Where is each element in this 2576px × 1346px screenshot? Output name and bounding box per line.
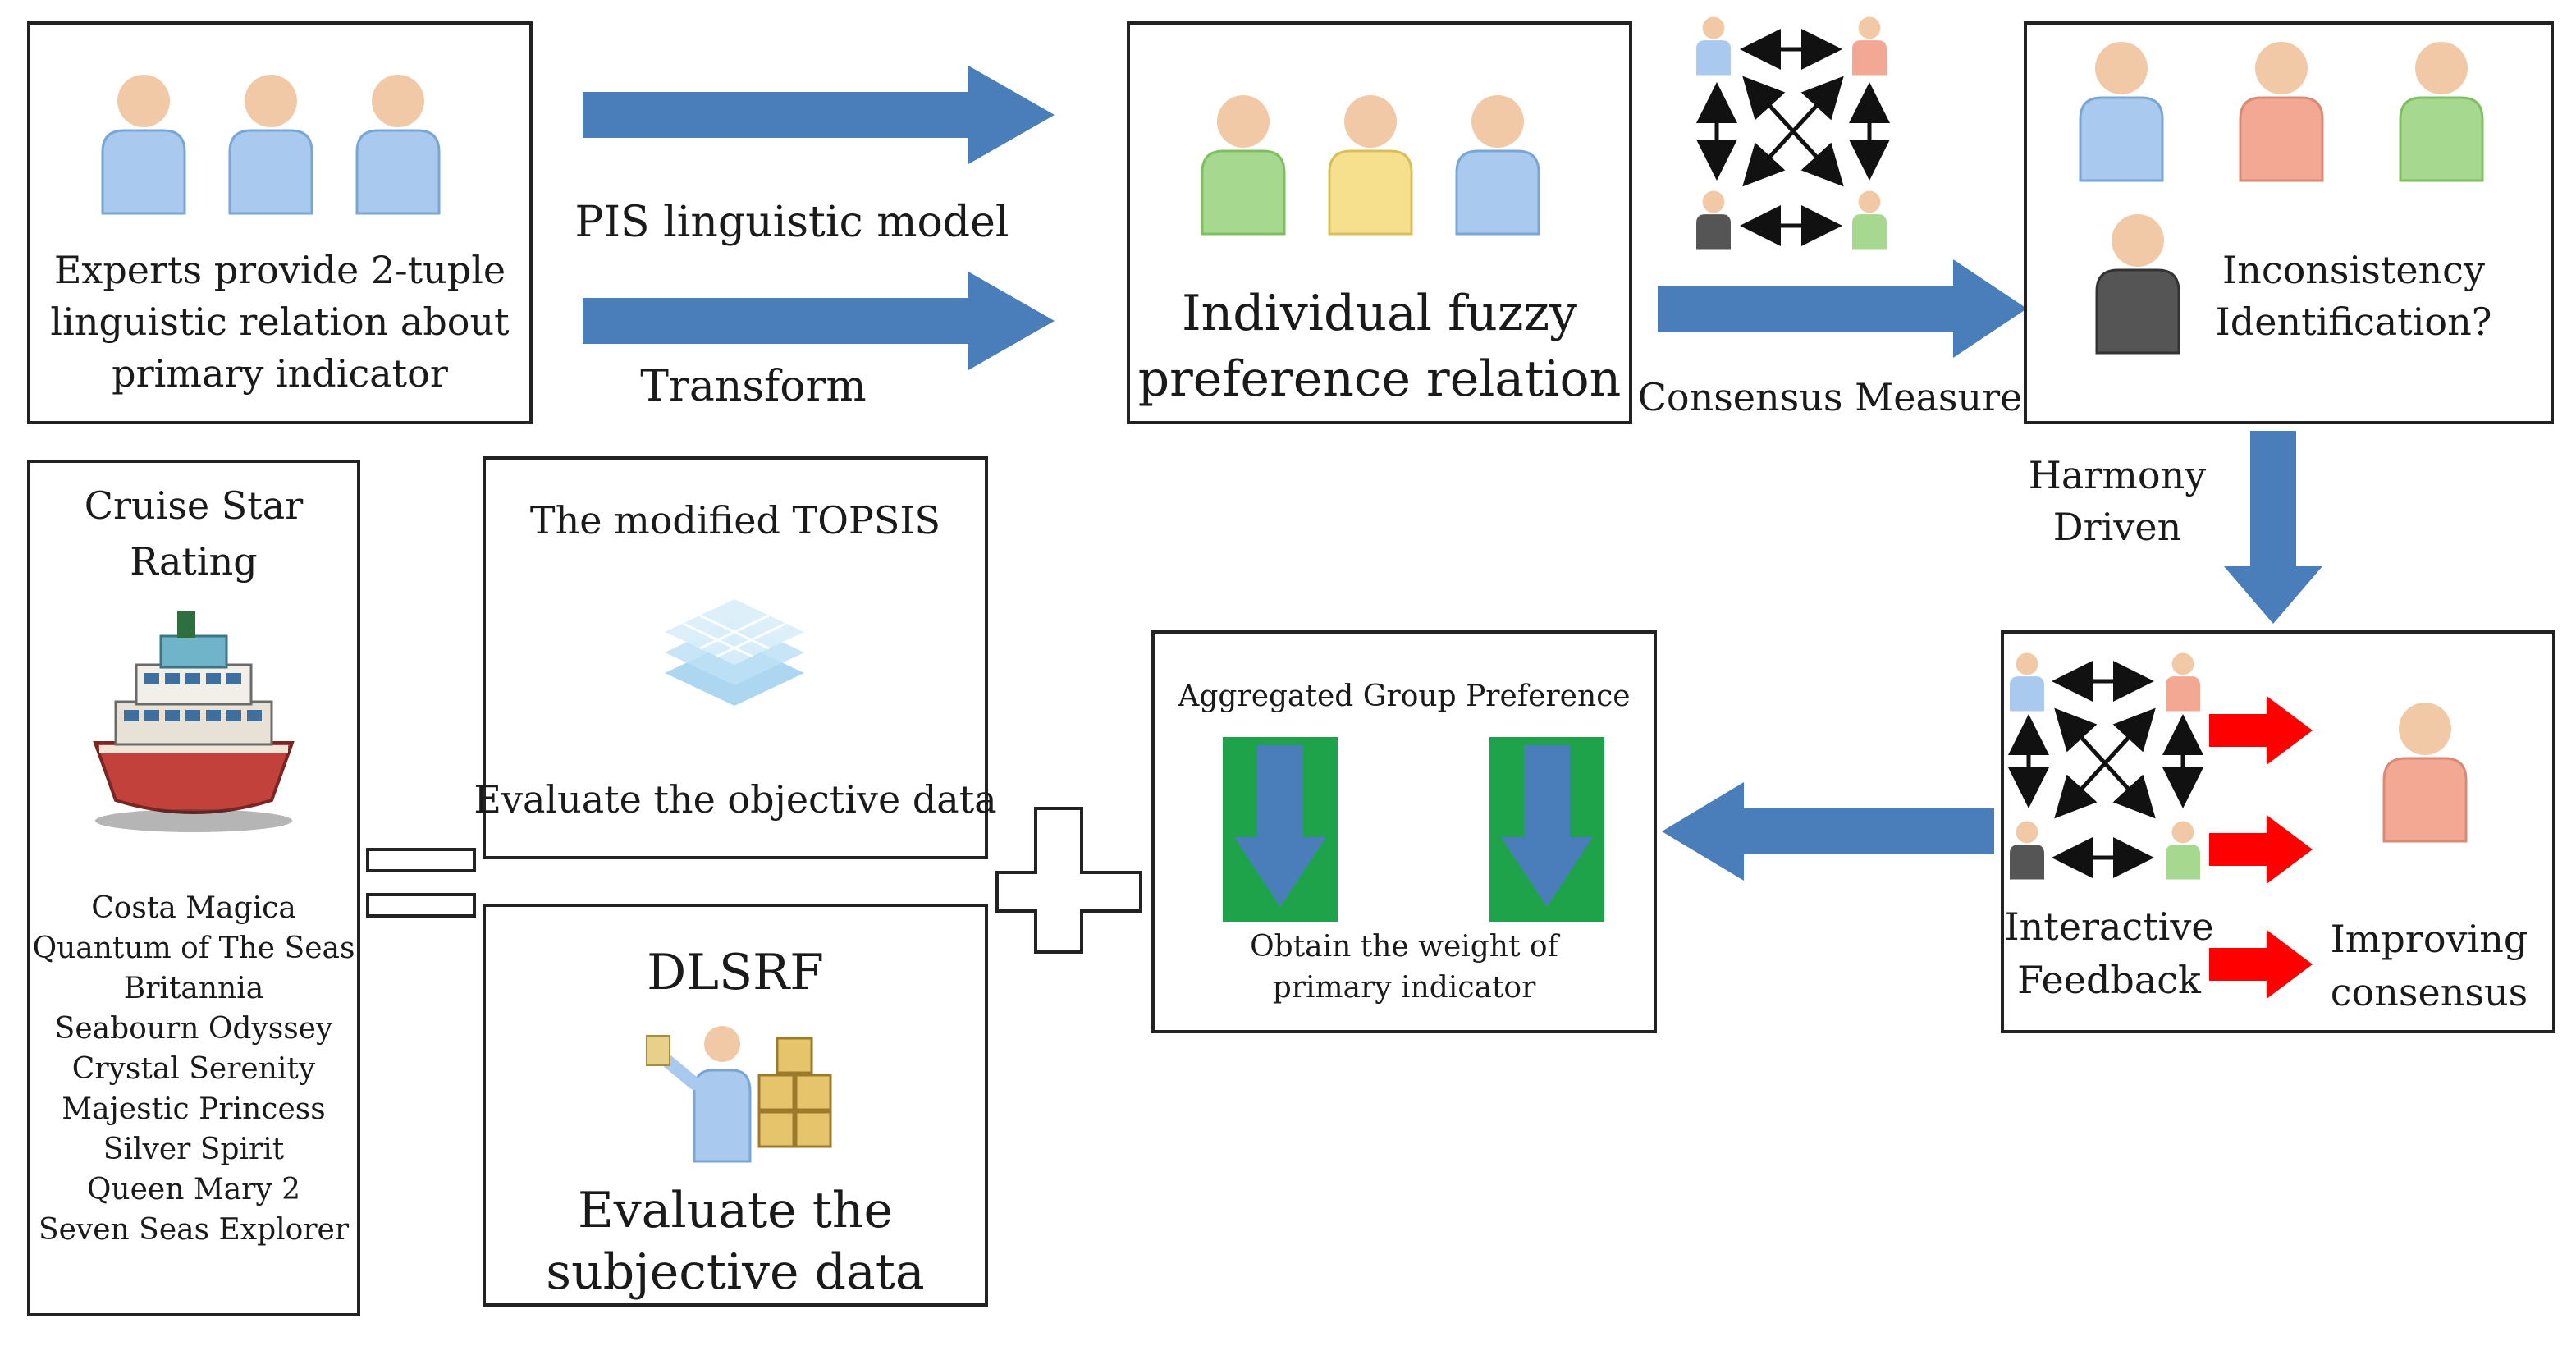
dlsrf-title: DLSRF [647, 944, 824, 1001]
consensus-arrow [1658, 259, 2027, 358]
aggregated-caption-line: Obtain the weight of [1250, 930, 1560, 964]
expert-blue-icon [1455, 95, 1540, 236]
inconsistency-box: Inconsistency Identification? [2024, 21, 2554, 424]
expert-red-icon [2239, 42, 2324, 182]
expert-green-icon [1201, 95, 1286, 236]
topsis-box: The modified TOPSIS Evaluate the objecti… [474, 456, 997, 859]
expert-red-icon [2382, 703, 2468, 843]
expert-red-icon [1852, 16, 1887, 76]
feedback-left-line: Feedback [2017, 958, 2202, 1002]
aggregate-down-arrow-icon [1489, 737, 1604, 922]
expert-blue-icon [2010, 652, 2044, 712]
expert-green-icon [1852, 190, 1887, 250]
expert-gray-icon [2010, 821, 2044, 880]
transform-arrow-top [583, 66, 1055, 164]
topsis-caption: Evaluate the objective data [474, 777, 996, 822]
ship-name: Costa Magica [91, 891, 296, 925]
red-arrow-icon [2209, 696, 2313, 765]
cruise-title-line: Cruise Star [85, 483, 303, 528]
dlsrf-caption-line: Evaluate the [578, 1182, 893, 1239]
aggregated-caption-line: primary indicator [1273, 971, 1536, 1005]
feedback-left-line: Interactive [2004, 904, 2213, 949]
expert-network-top [1696, 16, 1890, 250]
aggregated-preference-box: Aggregated Group Preference Obtain the w… [1151, 630, 1657, 1033]
dlsrf-caption-line: subjective data [546, 1243, 924, 1301]
expert-gray-icon [1696, 190, 1731, 250]
red-arrow-icon [2209, 930, 2313, 999]
inconsistency-caption-line: Identification? [2216, 300, 2492, 344]
expert-blue-icon [101, 75, 186, 215]
ship-name: Britannia [124, 972, 263, 1005]
topsis-title: The modified TOPSIS [530, 498, 940, 543]
expert-green-icon [2166, 821, 2200, 880]
harmony-driven-label: Driven [2053, 505, 2181, 549]
ship-name: Seabourn Odyssey [55, 1012, 333, 1046]
feedback-to-aggregate-arrow [1662, 782, 1994, 881]
expert-yellow-icon [1328, 95, 1413, 236]
experts-box: Experts provide 2-tuple linguistic relat… [27, 21, 533, 424]
ship-name: Quantum of The Seas [33, 932, 355, 965]
experts-caption-line: Experts provide 2-tuple [54, 248, 506, 292]
harmony-driven-label: Harmony [2029, 453, 2206, 497]
consensus-measure-label: Consensus Measure [1638, 375, 2023, 419]
dlsrf-box: DLSRF Evaluate the subjective data [483, 904, 988, 1307]
cruise-ship-icon [93, 611, 295, 832]
expert-blue-icon [228, 75, 313, 215]
expert-gray-icon [2095, 214, 2180, 355]
cruise-rating-box: Cruise Star Rating Costa Magica Quantum … [27, 460, 360, 1316]
aggregated-title: Aggregated Group Preference [1177, 680, 1630, 713]
ship-name: Queen Mary 2 [87, 1173, 300, 1206]
expert-network-feedback [2008, 652, 2203, 880]
equals-sign [366, 848, 476, 918]
ship-name: Crystal Serenity [72, 1052, 316, 1086]
harmony-driven-arrow [2224, 431, 2322, 624]
expert-blue-icon [1696, 16, 1731, 76]
individual-caption-line: Individual fuzzy [1182, 285, 1577, 342]
ship-name: Majestic Princess [62, 1092, 325, 1126]
individual-caption-line: preference relation [1138, 350, 1622, 408]
cruise-title-line: Rating [130, 539, 257, 584]
layers-icon [665, 599, 804, 706]
feedback-right-line: Improving [2331, 917, 2528, 961]
experts-caption-line: primary indicator [112, 351, 448, 396]
presenter-icon [646, 1026, 832, 1163]
transform-arrow-bottom [583, 272, 1055, 370]
expert-blue-icon [2079, 42, 2164, 182]
inconsistency-caption-line: Inconsistency [2222, 248, 2485, 292]
aggregate-down-arrow-icon [1223, 737, 1338, 922]
plus-sign [995, 807, 1142, 954]
expert-green-icon [2399, 42, 2484, 182]
individual-preference-box: Individual fuzzy preference relation [1127, 21, 1632, 424]
pis-model-label: PIS linguistic model [574, 198, 1009, 247]
expert-blue-icon [355, 75, 441, 215]
transform-label: Transform [640, 362, 866, 411]
experts-caption-line: linguistic relation about [50, 300, 510, 344]
ship-name: Silver Spirit [103, 1133, 285, 1166]
red-arrow-icon [2209, 815, 2313, 884]
ship-name: Seven Seas Explorer [39, 1213, 350, 1247]
interactive-feedback-box: Interactive Feedback Improving consensus [2001, 630, 2555, 1033]
feedback-right-line: consensus [2331, 970, 2528, 1014]
expert-red-icon [2166, 652, 2200, 712]
